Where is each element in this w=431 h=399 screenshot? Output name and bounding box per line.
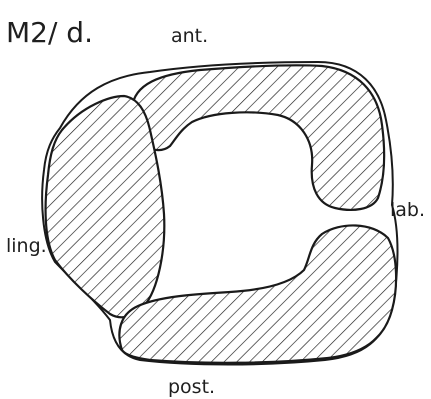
label-posterior: post. — [168, 376, 215, 398]
label-anterior: ant. — [171, 25, 208, 47]
label-lingual: ling. — [6, 235, 47, 257]
cusp-anterior-labial — [131, 65, 384, 210]
cusp-lingual — [46, 96, 165, 317]
figure-title: M2/ d. — [6, 16, 93, 49]
